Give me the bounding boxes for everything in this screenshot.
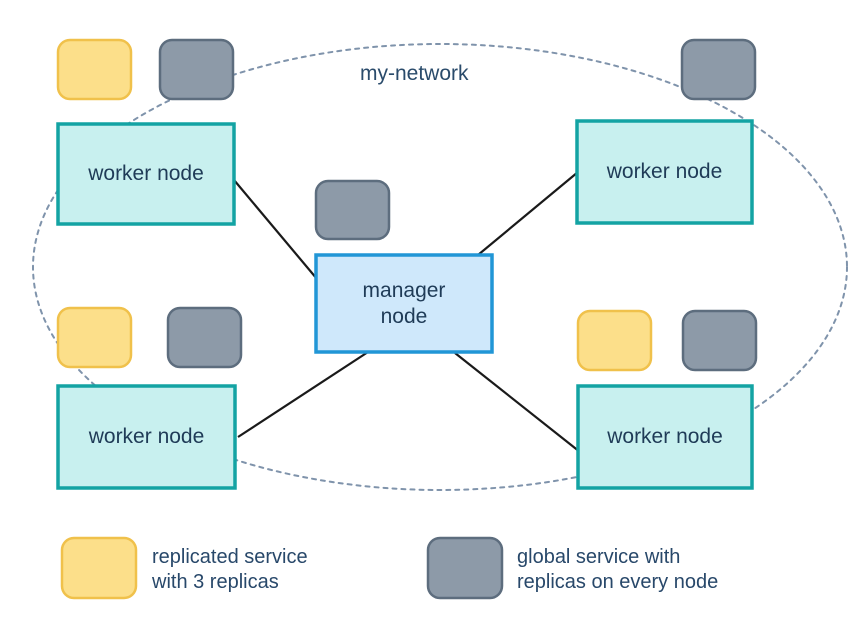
worker-node-top-right[interactable] xyxy=(575,119,754,225)
legend-global-swatch xyxy=(426,536,504,600)
replicated-service-top-left[interactable] xyxy=(56,38,133,101)
legend-global-label: global service with replicas on every no… xyxy=(517,546,719,593)
connector-lines-group xyxy=(233,171,581,453)
global-service-top-right[interactable] xyxy=(680,38,757,101)
replicated-service-bottom-left[interactable] xyxy=(56,306,133,369)
link-manager-to-worker-top-left xyxy=(233,179,318,280)
network-label: my-network xyxy=(360,62,469,85)
link-manager-to-worker-bottom-right xyxy=(454,352,581,453)
worker-node-bottom-right[interactable] xyxy=(576,384,754,490)
global-service-top-left[interactable] xyxy=(158,38,235,101)
node-shapes-group xyxy=(56,119,754,490)
global-service-bottom-left[interactable] xyxy=(166,306,243,369)
service-shapes-group xyxy=(56,38,758,372)
manager-node[interactable] xyxy=(314,253,494,354)
global-service-bottom-right[interactable] xyxy=(681,309,758,372)
network-boundary-group xyxy=(32,43,848,491)
link-manager-to-worker-bottom-left xyxy=(237,351,369,438)
worker-node-bottom-left[interactable] xyxy=(56,384,237,490)
network-boundary-ellipse xyxy=(32,43,848,491)
legend-replicated-swatch xyxy=(60,536,138,600)
legend-swatches-group xyxy=(60,536,504,600)
worker-node-top-left[interactable] xyxy=(56,122,236,226)
replicated-service-bottom-right[interactable] xyxy=(576,309,653,372)
global-service-center[interactable] xyxy=(314,179,391,241)
legend-replicated-label: replicated service with 3 replicas xyxy=(152,546,308,593)
link-manager-to-worker-top-right xyxy=(477,171,579,256)
